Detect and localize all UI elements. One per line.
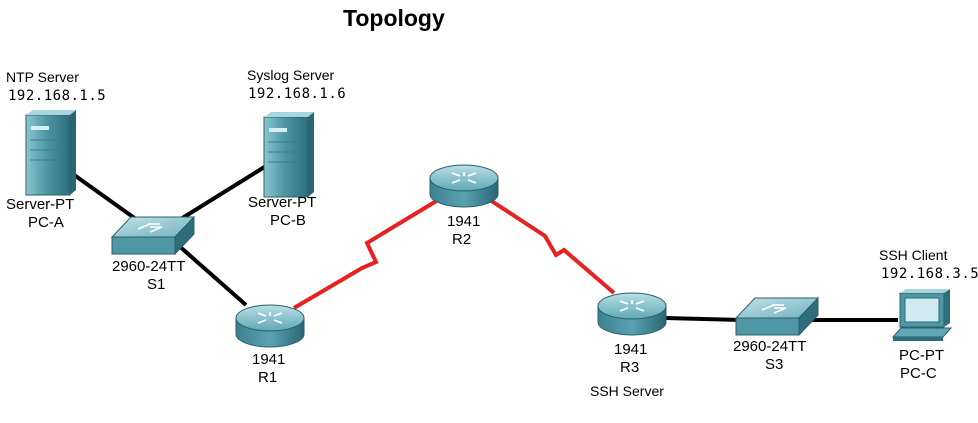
page-title: Topology: [343, 5, 445, 31]
link-pca-s1: [68, 170, 142, 224]
r3-name: R3: [620, 359, 640, 376]
r3-model: 1941: [614, 341, 648, 358]
pc-a-ip: 192.168.1.5: [8, 88, 107, 104]
pc-b-name: PC-B: [270, 212, 306, 229]
r2-model: 1941: [447, 213, 481, 230]
pc-c-name: PC-C: [900, 365, 937, 382]
router-r3-icon[interactable]: [597, 292, 667, 336]
switch-s1-icon[interactable]: [110, 215, 196, 256]
s3-name: S3: [765, 356, 784, 373]
link-pcb-s1: [174, 164, 268, 224]
r1-name: R1: [258, 369, 278, 386]
s1-model: 2960-24TT: [112, 258, 186, 275]
s1-name: S1: [147, 276, 166, 293]
router-r2-icon[interactable]: [429, 164, 499, 208]
router-r1-icon[interactable]: [235, 304, 305, 348]
pc-a-annotation: NTP Server: [6, 69, 79, 85]
r2-name: R2: [452, 231, 472, 248]
pc-c-ip: 192.168.3.5: [881, 266, 978, 282]
r1-model: 1941: [252, 351, 286, 368]
links: [68, 164, 898, 322]
pc-a-model: Server-PT: [6, 196, 75, 213]
pc-c-icon[interactable]: [891, 289, 953, 341]
pc-c-annotation: SSH Client: [879, 247, 948, 263]
server-pc-a-icon[interactable]: [25, 110, 76, 196]
switch-s3-icon[interactable]: [734, 296, 820, 337]
pc-a-name: PC-A: [28, 214, 64, 231]
pc-b-model: Server-PT: [248, 194, 317, 211]
link-r1-r2-serial: [292, 198, 440, 310]
server-pc-b-icon[interactable]: [263, 112, 314, 198]
link-s1-r1: [176, 243, 248, 307]
pc-b-annotation: Syslog Server: [247, 67, 335, 83]
pc-b-ip: 192.168.1.6: [248, 86, 347, 102]
pc-c-model: PC-PT: [899, 347, 944, 364]
r3-role: SSH Server: [590, 383, 664, 399]
link-r2-r3-serial: [488, 198, 616, 295]
link-r3-s3: [664, 316, 743, 322]
s3-model: 2960-24TT: [733, 338, 807, 355]
